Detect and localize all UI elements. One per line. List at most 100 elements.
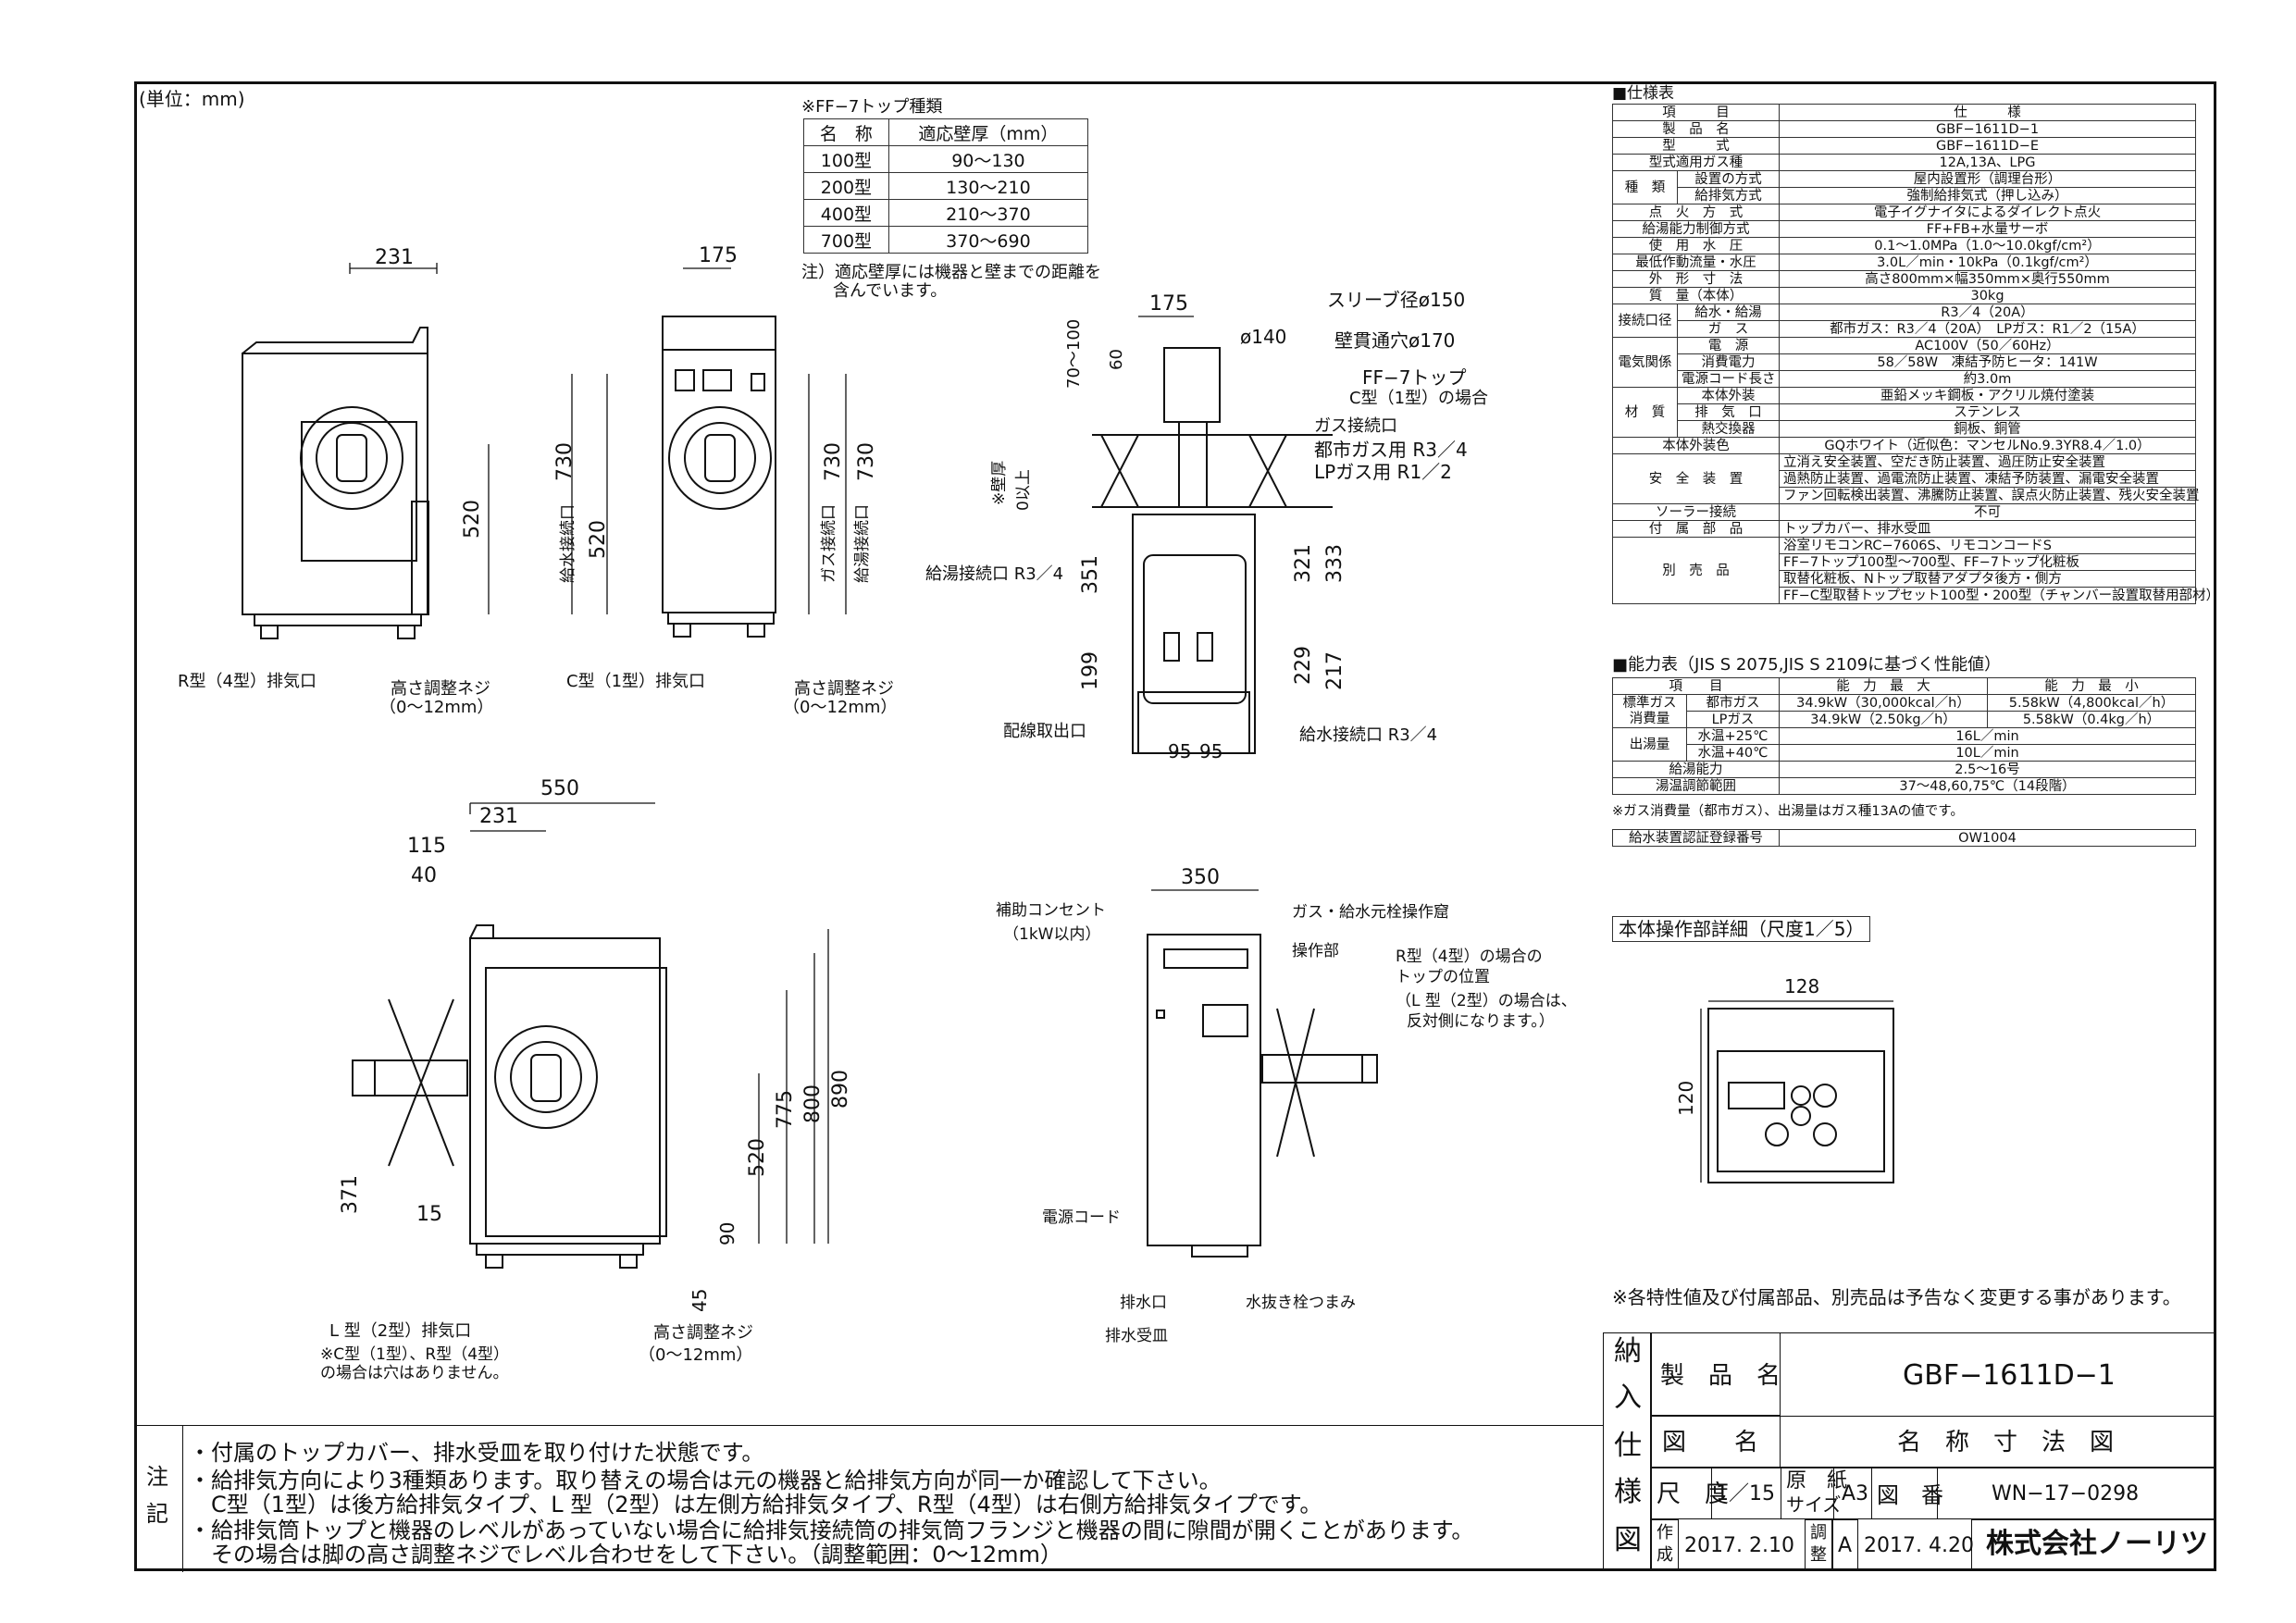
- dim-70-100: 70〜100: [1064, 318, 1084, 389]
- capacity-label: LPガス: [1686, 711, 1780, 728]
- change-notice: ※各特性値及び付属部品、別売品は予告なく変更する事があります。: [1612, 1286, 2181, 1308]
- dim-0-up: 0以上: [1014, 469, 1033, 511]
- dim-231: 231: [479, 805, 518, 828]
- dim-333: 333: [1323, 544, 1347, 583]
- hot-conn-label: 給湯接続口: [853, 504, 872, 583]
- dim-199: 199: [1079, 651, 1102, 690]
- spec-value: 立消え安全装置、空だき防止装置、過圧防止安全装置: [1779, 453, 2196, 471]
- dim-40: 40: [411, 864, 437, 887]
- note-line: ・付属のトップカバー、排水受皿を取り付けた状態です。: [189, 1440, 764, 1466]
- capacity-value: 37〜48,60,75℃（14段階）: [1779, 777, 2196, 795]
- adjust-screw-label: 高さ調整ネジ: [794, 679, 894, 699]
- dim-800: 800: [801, 1084, 825, 1123]
- dim-175: 175: [699, 244, 738, 267]
- dim-520: 520: [746, 1138, 769, 1177]
- aux-outlet-capacity: （1kW以内）: [1003, 925, 1101, 944]
- capacity-value: 5.58kW（0.4kg／h）: [1987, 711, 2196, 728]
- spec-value: FF−7トップ100型〜700型、FF−7トップ化粧板: [1779, 553, 2196, 571]
- adjust-range-label: （0〜12mm）: [639, 1345, 753, 1365]
- product-label: 製 品 名: [1660, 1362, 1781, 1390]
- dim-890: 890: [829, 1070, 852, 1109]
- adjust-range-label: （0〜12mm）: [783, 698, 898, 717]
- dim-60: 60: [1107, 349, 1126, 370]
- note-line: C型（1型）は後方給排気タイプ、L 型（2型）は左側方給排気タイプ、R型（4型）…: [189, 1492, 1322, 1518]
- tb-cell: [1651, 1468, 1712, 1519]
- dim-217: 217: [1323, 651, 1347, 690]
- ff7-top-label: FF−7トップ: [1362, 366, 1467, 389]
- drain-label: 排水口: [1120, 1294, 1167, 1312]
- tb-cell: [1971, 1519, 2216, 1571]
- title-side-char: 納: [1614, 1335, 1642, 1368]
- ff-top-note: 注）適応壁厚には機器と壁までの距離を: [801, 263, 1101, 282]
- note-line: ・給排気方向により3種類あります。取り替えの場合は元の機器と給排気方向が同一か確…: [189, 1468, 1222, 1493]
- spec-group-label: 接続口径: [1612, 304, 1678, 338]
- spec-label: 質 量（本体）: [1612, 287, 1780, 304]
- spec-label: ガ ス: [1677, 320, 1780, 338]
- scale-label: 尺 度: [1657, 1481, 1730, 1508]
- capacity-label: 給湯能力: [1612, 761, 1780, 778]
- title-side-char: 入: [1614, 1381, 1642, 1414]
- tb-cell: [1651, 1519, 1679, 1571]
- tb-cell: [1651, 1332, 1781, 1416]
- gas-conn-label: ガス接続口: [1314, 416, 1397, 436]
- tb-cell: [1651, 1416, 1781, 1468]
- title-side-char: 仕: [1614, 1430, 1642, 1462]
- spec-value: 取替化粧板、Nトップ取替アダプタ後方・側方: [1779, 570, 2196, 588]
- gas-conn-label: ガス接続口: [820, 504, 838, 583]
- r-top-note: トップの位置: [1396, 968, 1490, 986]
- adjust-label: 調: [1810, 1523, 1827, 1542]
- section-view: [1092, 347, 1333, 754]
- side-view-l-type: [352, 924, 667, 1269]
- dim-95: 95: [1168, 740, 1192, 762]
- capacity-value: 34.9kW（2.50kg／h）: [1779, 711, 1988, 728]
- capacity-header: 能 力 最 小: [1987, 677, 2196, 695]
- scale-value: 1／15: [1716, 1482, 1775, 1505]
- side-view-r-type: [242, 327, 429, 639]
- ff-top-cell: 90〜130: [887, 145, 1089, 173]
- gas-lp-label: LPガス用 R1／2: [1314, 461, 1452, 483]
- paper-value: A3: [1842, 1482, 1869, 1505]
- dim-550: 550: [540, 777, 579, 800]
- dim-730: 730: [553, 442, 577, 481]
- note-line: その場合は脚の高さ調整ネジでレベル合わせをして下さい。（調整範囲：0〜12mm）: [189, 1542, 1062, 1567]
- spec-label: 型 式: [1612, 137, 1780, 155]
- spec-value: 亜鉛メッキ鋼板・アクリル焼付塗装: [1779, 387, 2196, 404]
- made-label: 成: [1657, 1545, 1673, 1565]
- spec-value: FF−C型取替トップセット100型・200型（チャンバー設置取替用部材）: [1779, 587, 2219, 604]
- spec-title: ■仕様表: [1612, 84, 1675, 103]
- registration-value: OW1004: [1779, 829, 2196, 847]
- spec-value: トップカバー、排水受皿: [1779, 520, 2196, 538]
- panel-width: 128: [1784, 975, 1820, 997]
- notes-top-rule: [182, 1425, 1603, 1426]
- made-date: 2017. 2.10: [1684, 1534, 1794, 1557]
- dim-15: 15: [416, 1203, 442, 1226]
- spec-value: 58／58W 凍結予防ヒータ：141W: [1779, 353, 2196, 371]
- dim-351: 351: [1079, 555, 1102, 594]
- aux-outlet-label: 補助コンセント: [996, 901, 1106, 920]
- l-exhaust-label: L 型（2型）排気口: [329, 1321, 472, 1341]
- r-exhaust-label: R型（4型）排気口: [178, 672, 316, 691]
- dim-140: ø140: [1240, 326, 1287, 348]
- capacity-label: 都市ガス: [1686, 694, 1780, 712]
- adjust-mark: A: [1838, 1534, 1853, 1557]
- ff-top-header: 適応壁厚（mm）: [887, 118, 1089, 146]
- wall-thickness-label: ※壁厚: [990, 460, 1009, 505]
- dim-90: 90: [716, 1221, 738, 1245]
- adjust-range-label: （0〜12mm）: [379, 698, 494, 717]
- spec-label: 給水・給湯: [1677, 304, 1780, 321]
- ff-top-title: ※FF−7トップ種類: [801, 97, 943, 117]
- spec-value: GBF−1611D−1: [1779, 120, 2196, 138]
- spec-label: 電源コード長さ: [1677, 370, 1780, 388]
- capacity-value: 5.58kW（4,800kcal／h）: [1987, 694, 2196, 712]
- spec-label: 別 売 品: [1612, 537, 1780, 604]
- notes-label-box: [134, 1425, 183, 1572]
- sleeve-label: スリーブ径ø150: [1327, 289, 1466, 311]
- dim-350: 350: [1181, 866, 1220, 889]
- spec-label: 安 全 装 置: [1612, 453, 1780, 504]
- ff-top-note: 含んでいます。: [833, 281, 948, 301]
- capacity-note: ※ガス消費量（都市ガス）、出湯量はガス種13Aの値です。: [1612, 804, 1964, 819]
- l-exhaust-note: ※C型（1型）、R型（4型）: [320, 1345, 510, 1364]
